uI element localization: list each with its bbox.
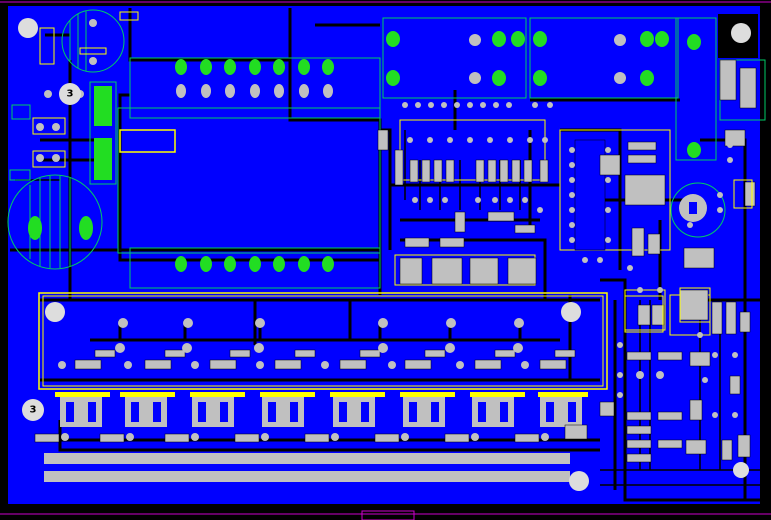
silk-small-boxes	[32, 11, 753, 333]
mounting-hole-bottom-left	[22, 399, 44, 421]
dense-pad-dots	[36, 19, 738, 418]
mounting-hole-top-left	[59, 83, 81, 105]
mounting-hole-top-left-label: 3	[67, 89, 74, 100]
frame-tab-bottom	[361, 510, 415, 520]
green-pad-layer	[28, 31, 701, 272]
silkscreen-layer	[38, 119, 711, 390]
transistor-row-detail	[66, 402, 576, 422]
pad-layer	[18, 18, 751, 491]
capacitor-right-pin	[689, 202, 697, 214]
ic-components	[377, 59, 757, 463]
resistor-bar-row	[55, 392, 588, 397]
resistor-row-bottom	[34, 424, 588, 443]
bus-bar-upper	[44, 453, 570, 464]
resistor-row-middle	[74, 349, 576, 370]
bus-bar-lower	[44, 471, 570, 482]
mounting-hole-bottom-left-label: 3	[30, 405, 37, 416]
